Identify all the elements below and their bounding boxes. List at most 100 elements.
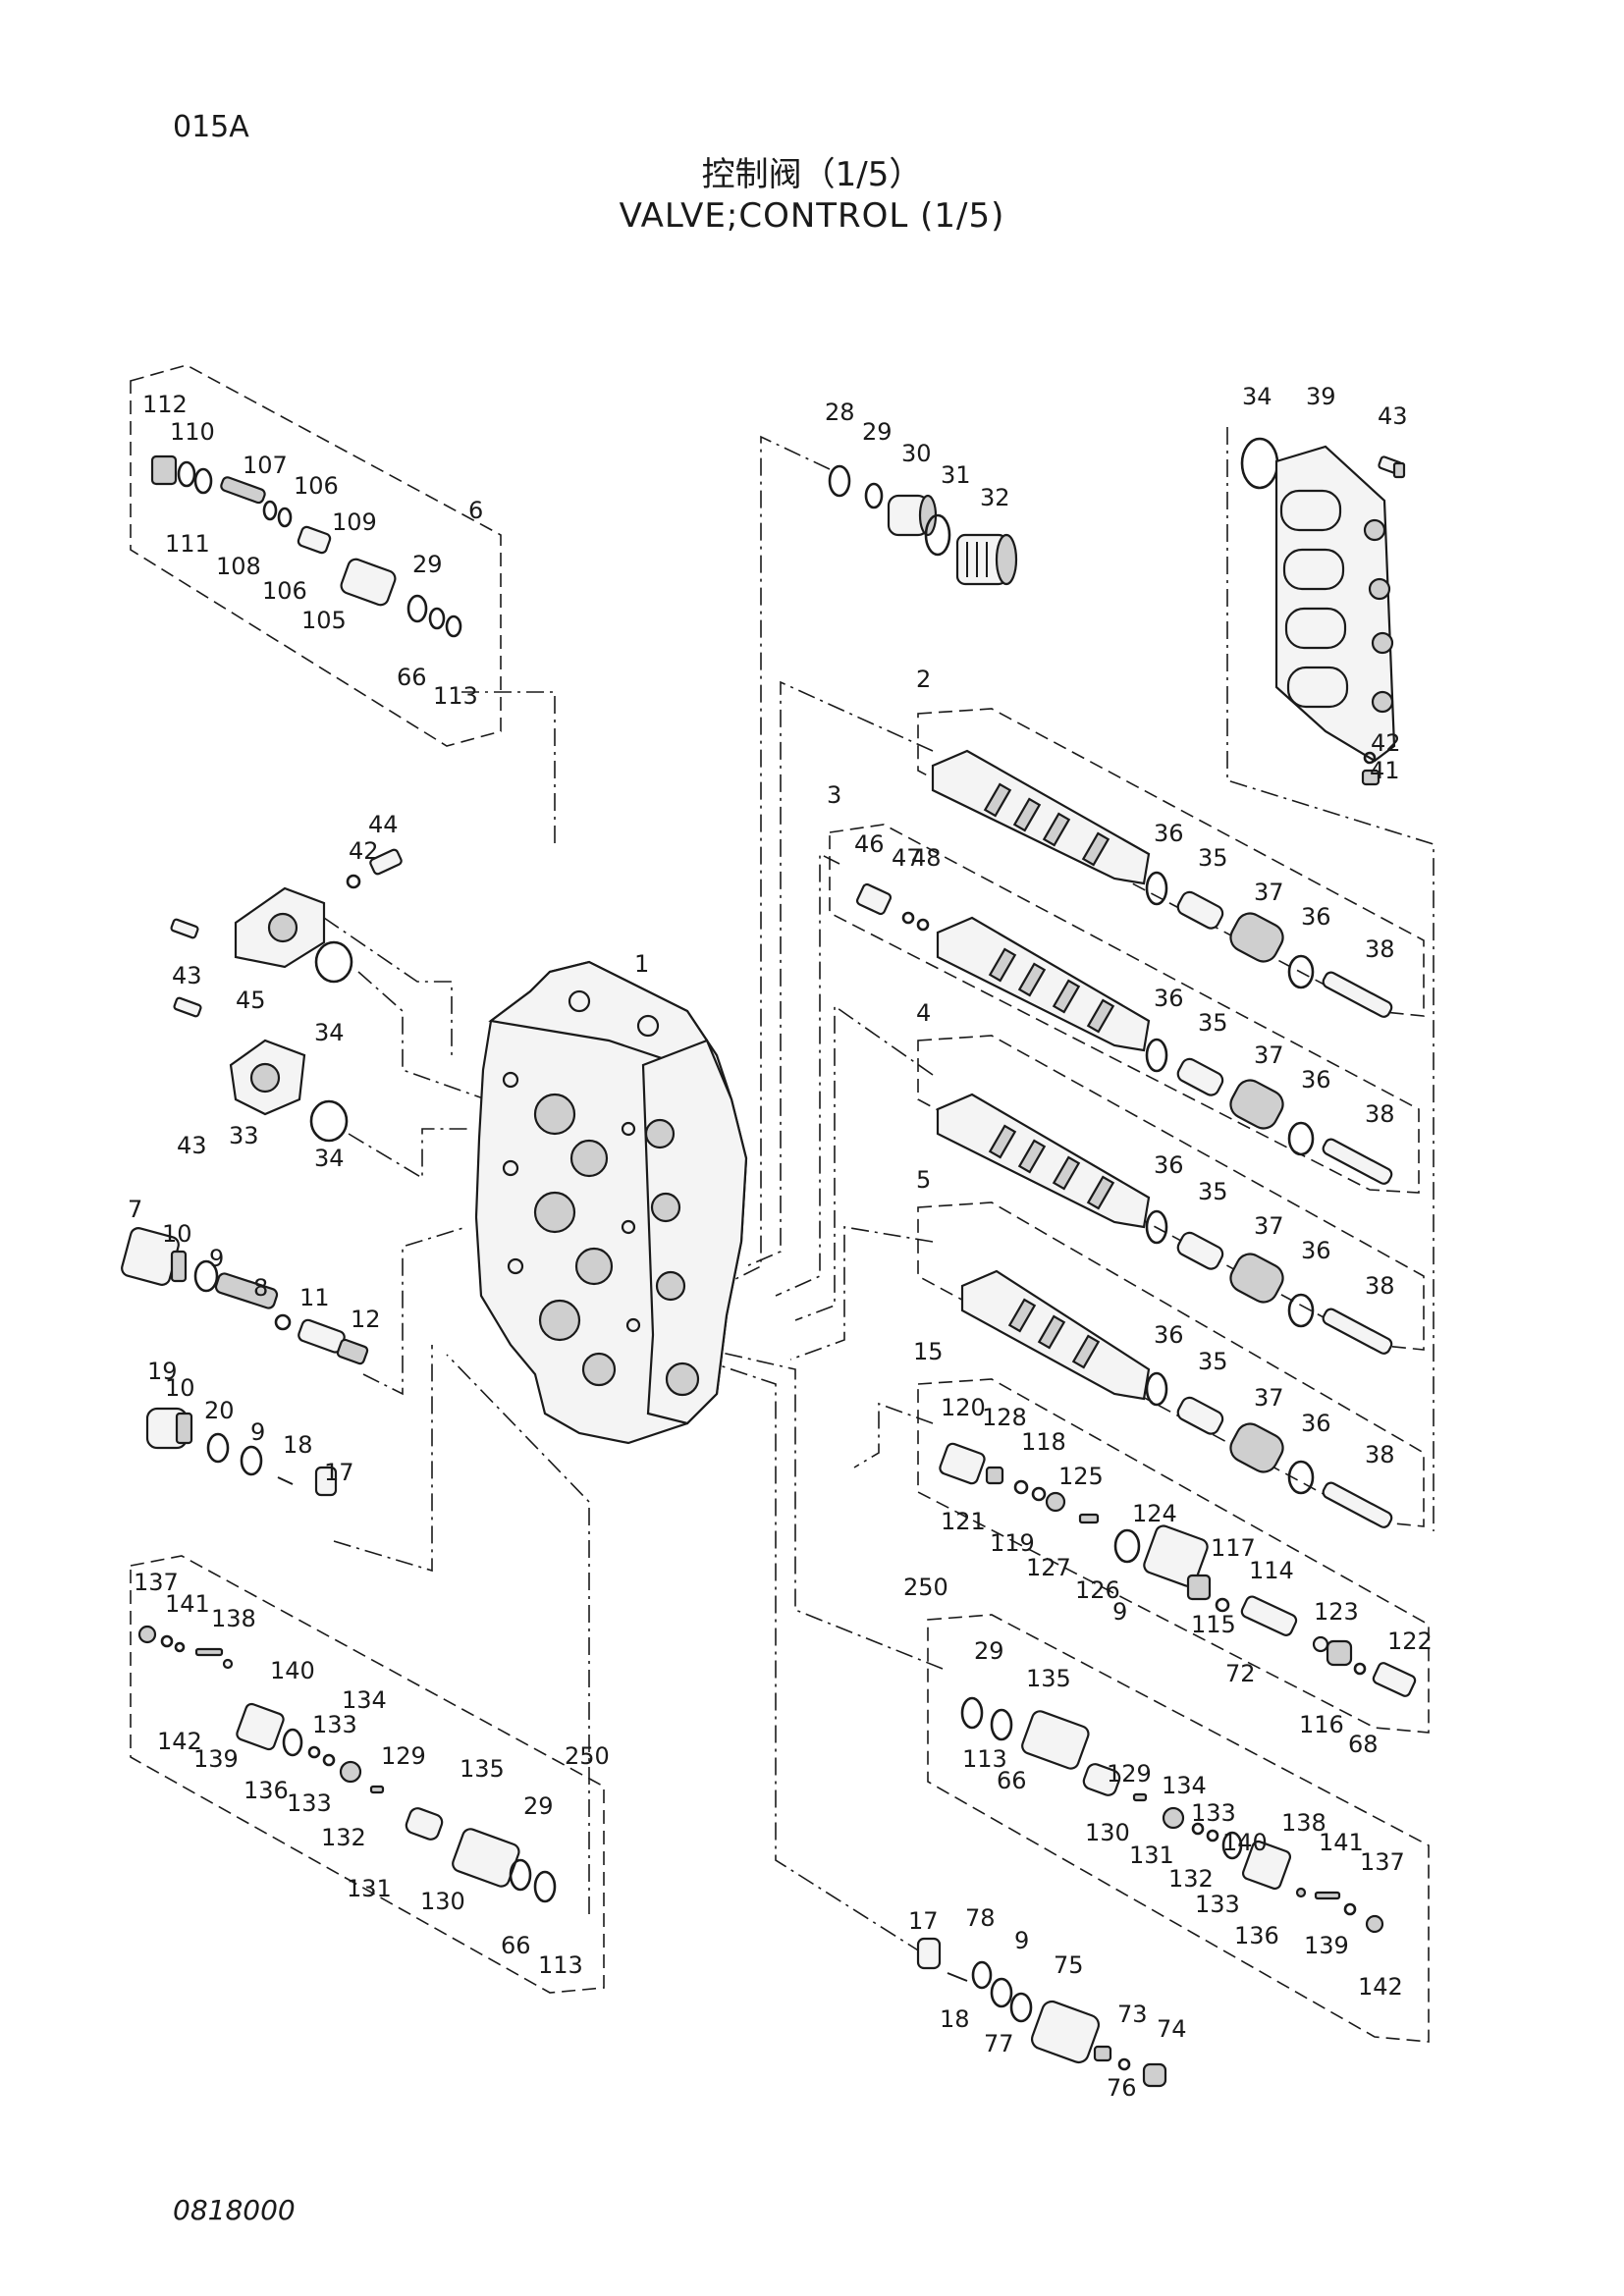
callout-36: 36	[1154, 820, 1184, 847]
callout-113: 113	[433, 682, 478, 710]
callout-68: 68	[1348, 1731, 1379, 1758]
callout-77: 77	[984, 2030, 1014, 2057]
leader-2	[745, 680, 934, 1267]
callout-66: 66	[501, 1932, 531, 1959]
part-43-bolt-left-b	[173, 996, 202, 1018]
callout-12: 12	[351, 1306, 381, 1333]
callout-2: 2	[916, 666, 931, 693]
side-port-3	[655, 1270, 686, 1302]
callout-130: 130	[420, 1888, 465, 1915]
callout-126: 126	[1075, 1576, 1120, 1604]
callout-8: 8	[253, 1274, 268, 1302]
callout-38: 38	[1365, 1272, 1395, 1300]
callout-124: 124	[1132, 1500, 1177, 1527]
callout-48: 48	[911, 844, 942, 872]
part-39-cover	[1274, 445, 1396, 763]
callout-132: 132	[1168, 1865, 1214, 1893]
leader-250-left	[446, 1354, 590, 1914]
callout-137: 137	[1360, 1848, 1405, 1876]
callout-36: 36	[1154, 1151, 1184, 1179]
callout-29: 29	[974, 1637, 1004, 1665]
callout-122: 122	[1387, 1628, 1433, 1655]
spring-stack-row-2	[1145, 871, 1393, 1018]
callout-35: 35	[1198, 844, 1228, 872]
part-31-o-ring	[924, 513, 951, 557]
relief-valve-group-250-left	[137, 1625, 557, 1903]
callout-15: 15	[913, 1338, 944, 1365]
callout-119: 119	[990, 1529, 1035, 1557]
callout-38: 38	[1365, 1441, 1395, 1468]
callout-42: 42	[1371, 729, 1401, 757]
callout-36: 36	[1301, 1410, 1331, 1437]
bolt-hole-6	[625, 1317, 641, 1333]
callout-110: 110	[170, 418, 215, 446]
callout-36: 36	[1301, 903, 1331, 931]
leader-lines	[323, 427, 1435, 1954]
callout-142: 142	[157, 1728, 202, 1755]
callout-6: 6	[468, 497, 483, 524]
callout-34: 34	[314, 1145, 345, 1172]
bolt-hole-5	[621, 1219, 636, 1235]
port-1	[533, 1093, 576, 1136]
callout-37: 37	[1254, 1384, 1284, 1412]
relief-valve-group-6	[150, 454, 462, 638]
part-28-o-ring	[828, 464, 851, 498]
callout-17: 17	[324, 1459, 354, 1486]
leader-34a	[357, 971, 487, 1100]
callout-1: 1	[634, 950, 649, 978]
callout-30: 30	[901, 440, 932, 467]
callout-34: 34	[1242, 383, 1272, 410]
side-port-4	[665, 1362, 700, 1397]
callout-140: 140	[270, 1657, 315, 1684]
callout-133: 133	[1191, 1799, 1236, 1827]
side-port-1	[644, 1118, 676, 1149]
callout-120: 120	[941, 1394, 986, 1421]
group-outline-250-right	[927, 1614, 1430, 2043]
callout-142: 142	[1358, 1973, 1403, 2001]
callout-73: 73	[1117, 2001, 1148, 2028]
callout-36: 36	[1301, 1237, 1331, 1264]
port-3	[533, 1191, 576, 1234]
callout-127: 127	[1026, 1554, 1071, 1581]
callout-11: 11	[299, 1284, 330, 1311]
callout-138: 138	[211, 1605, 256, 1632]
callout-18: 18	[940, 2005, 970, 2033]
callout-37: 37	[1254, 1212, 1284, 1240]
callout-141: 141	[165, 1590, 210, 1618]
callout-129: 129	[1107, 1760, 1152, 1788]
port-6	[581, 1352, 617, 1387]
valve-body-top-face	[488, 960, 709, 1062]
callout-39: 39	[1306, 383, 1336, 410]
callout-139: 139	[193, 1745, 239, 1773]
part-30-plug	[887, 494, 938, 537]
callout-75: 75	[1054, 1951, 1084, 1979]
leader-4	[794, 1004, 934, 1321]
callout-18: 18	[283, 1431, 313, 1459]
callout-140: 140	[1222, 1829, 1268, 1856]
callout-134: 134	[1162, 1772, 1207, 1799]
callout-43: 43	[1378, 402, 1408, 430]
callout-43: 43	[172, 962, 202, 989]
part-17-pin-left	[314, 1466, 338, 1497]
callout-42: 42	[349, 837, 379, 865]
bolt-hole-3	[507, 1257, 524, 1275]
part-41-plug	[1361, 769, 1380, 786]
group-outline-6	[130, 364, 502, 747]
callout-108: 108	[216, 553, 261, 580]
callout-78: 78	[965, 1904, 996, 1932]
callout-32: 32	[980, 484, 1010, 511]
callout-35: 35	[1198, 1348, 1228, 1375]
callout-29: 29	[862, 418, 893, 446]
callout-117: 117	[1211, 1534, 1256, 1562]
port-4	[574, 1247, 614, 1286]
callout-106: 106	[262, 577, 307, 605]
callout-250: 250	[565, 1742, 610, 1770]
top-boss-1	[568, 989, 591, 1013]
relief-valve-group-250-right	[960, 1696, 1384, 1934]
callout-129: 129	[381, 1742, 426, 1770]
callout-106: 106	[294, 472, 339, 500]
callout-136: 136	[244, 1777, 289, 1804]
callout-9: 9	[250, 1418, 265, 1446]
spring-stack-row-5	[1145, 1371, 1393, 1528]
